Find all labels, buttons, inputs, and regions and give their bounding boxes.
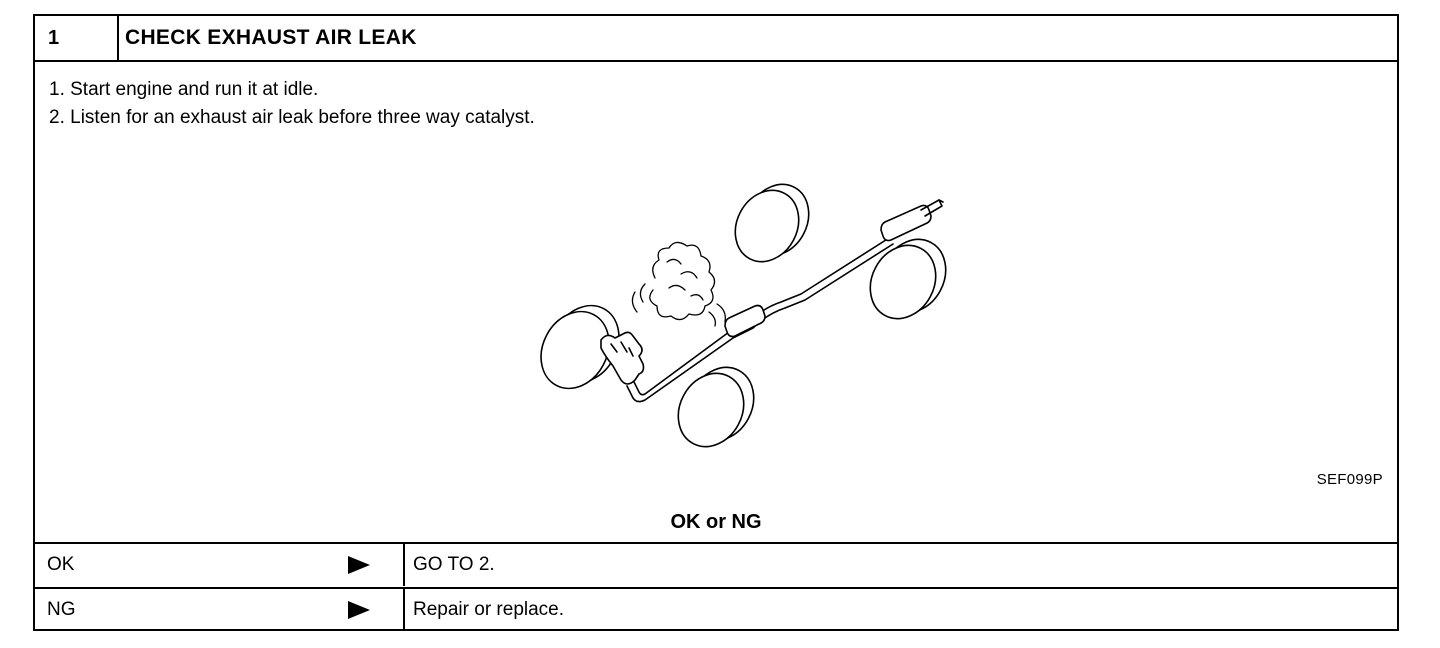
wheel-rear-right	[869, 238, 947, 320]
result-label: OK or NG	[670, 511, 762, 533]
result-row-ok: OK GO TO 2.	[35, 542, 1397, 586]
exhaust-system-illustration	[540, 183, 947, 448]
result-row-ng: NG Repair or replace.	[35, 587, 1397, 631]
result-action: Repair or replace.	[413, 599, 565, 620]
figure-code: SEF099P	[1316, 471, 1383, 488]
result-key: OK	[47, 554, 75, 575]
wheel-front-right	[677, 366, 755, 448]
step-title: CHECK EXHAUST AIR LEAK	[125, 26, 417, 49]
diagnostic-step-box: 1 CHECK EXHAUST AIR LEAK 1. Start engine…	[33, 14, 1399, 631]
wheel-rear-left	[734, 183, 810, 263]
arrow-right-icon	[348, 556, 370, 574]
exhaust-pipe	[626, 199, 944, 403]
arrow-right-icon	[348, 601, 370, 619]
exhaust-manifold	[600, 331, 645, 385]
result-key: NG	[47, 599, 76, 620]
wheel-front-left	[540, 304, 620, 390]
instruction-item: 2. Listen for an exhaust air leak before…	[49, 107, 535, 128]
instructions-list: 1. Start engine and run it at idle. 2. L…	[49, 76, 535, 132]
result-key-cell: OK	[35, 544, 405, 586]
step-header: 1 CHECK EXHAUST AIR LEAK	[35, 16, 1397, 62]
result-action: GO TO 2.	[413, 554, 495, 575]
result-key-cell: NG	[35, 589, 405, 631]
instruction-item: 1. Start engine and run it at idle.	[49, 79, 319, 100]
step-number: 1	[35, 16, 119, 60]
leak-smoke-icon	[631, 241, 726, 327]
